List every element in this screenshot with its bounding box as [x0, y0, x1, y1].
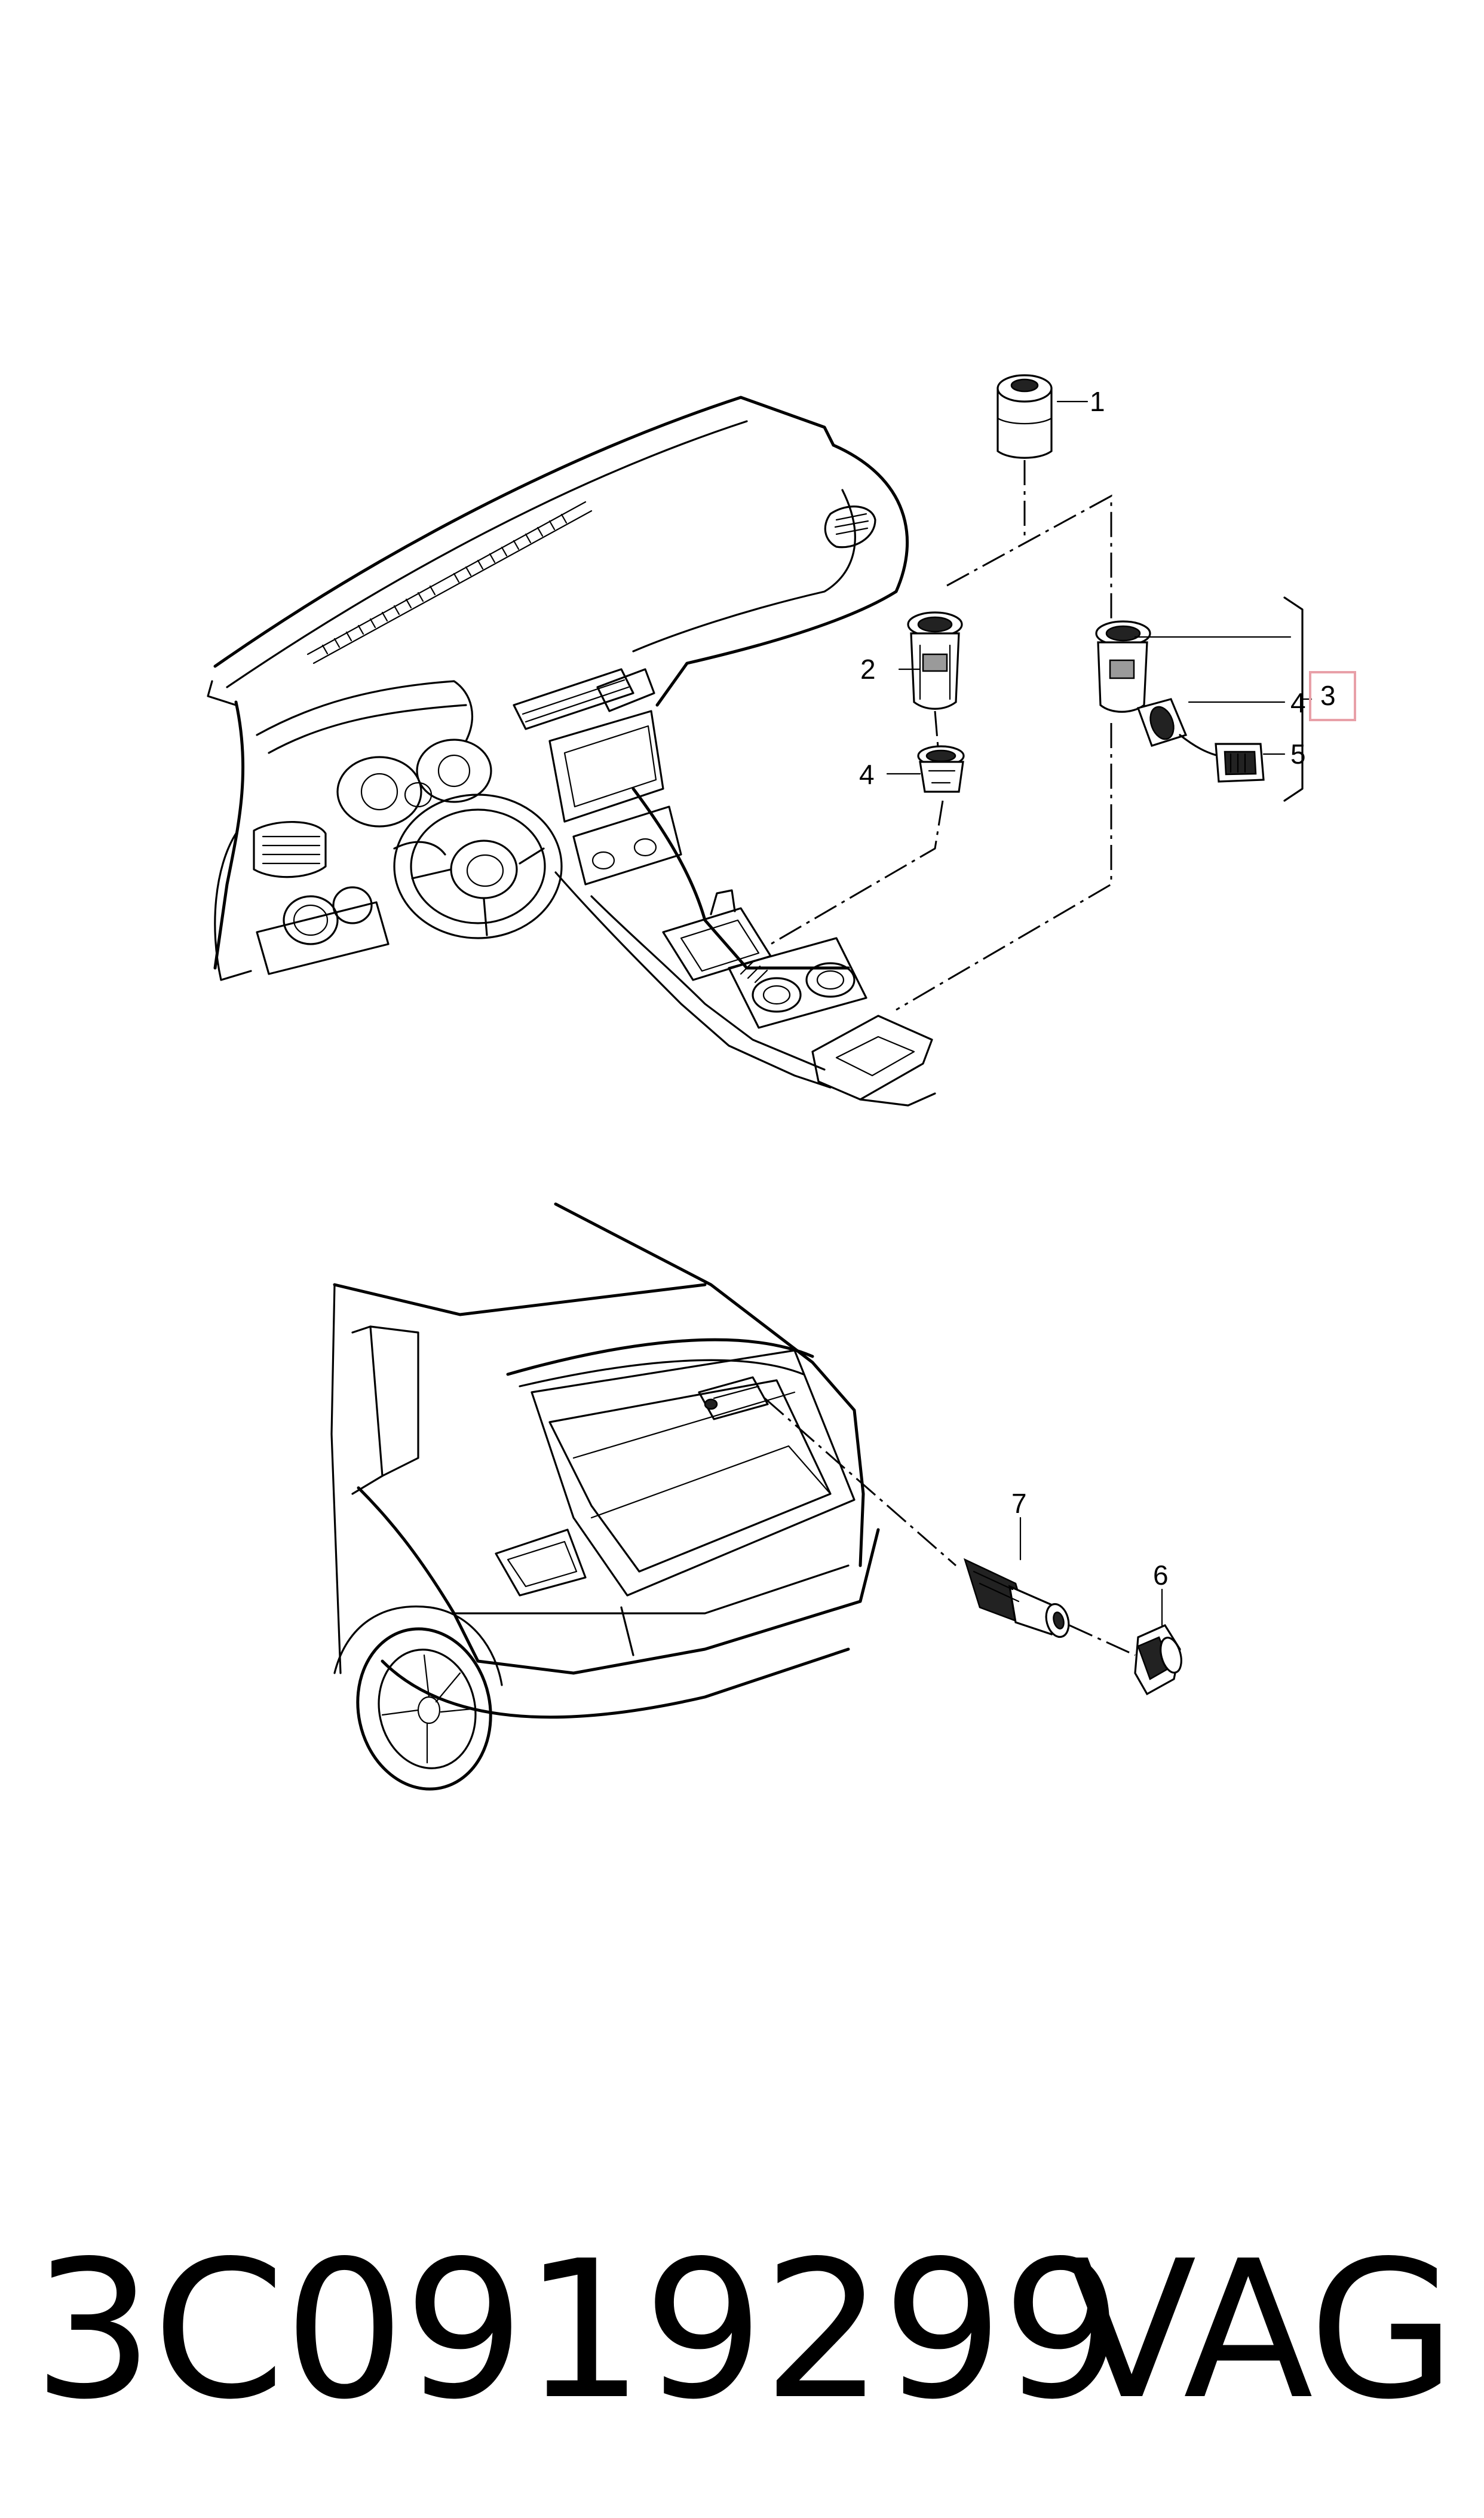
part-6-rear-socket-housing — [1134, 1623, 1182, 1696]
part-7-rear-socket — [963, 1558, 1070, 1638]
callout-3: 3 — [1320, 680, 1336, 711]
callout-4-left: 4 — [859, 759, 875, 790]
part-number: 3C0919299 — [33, 2220, 1123, 2441]
dashboard-illustration — [207, 396, 936, 1107]
footer: 3C0919299 VAG — [33, 2220, 1456, 2441]
callout-7: 7 — [1011, 1488, 1027, 1519]
part-1-cigarette-lighter — [997, 374, 1053, 459]
callout-6: 6 — [1153, 1560, 1169, 1591]
callout-4-right: 4 — [1290, 687, 1306, 718]
leader-lines-dashboard — [886, 400, 1292, 775]
callout-2: 2 — [860, 654, 876, 685]
leader-lines-rear — [1019, 1517, 1163, 1626]
callout-1: 1 — [1090, 386, 1105, 417]
car-rear-illustration — [330, 1202, 880, 1791]
part-4-retaining-ring-left — [917, 745, 965, 793]
callout-3-highlight — [1309, 671, 1356, 721]
assembly-lines-rear — [764, 1397, 1136, 1656]
brand-label: VAG — [1066, 2220, 1456, 2441]
assembly-lines-dashboard — [770, 460, 1112, 1011]
callout-5: 5 — [1290, 739, 1306, 770]
part-3-socket-assembly — [1095, 620, 1265, 783]
part-2-socket — [907, 611, 963, 710]
